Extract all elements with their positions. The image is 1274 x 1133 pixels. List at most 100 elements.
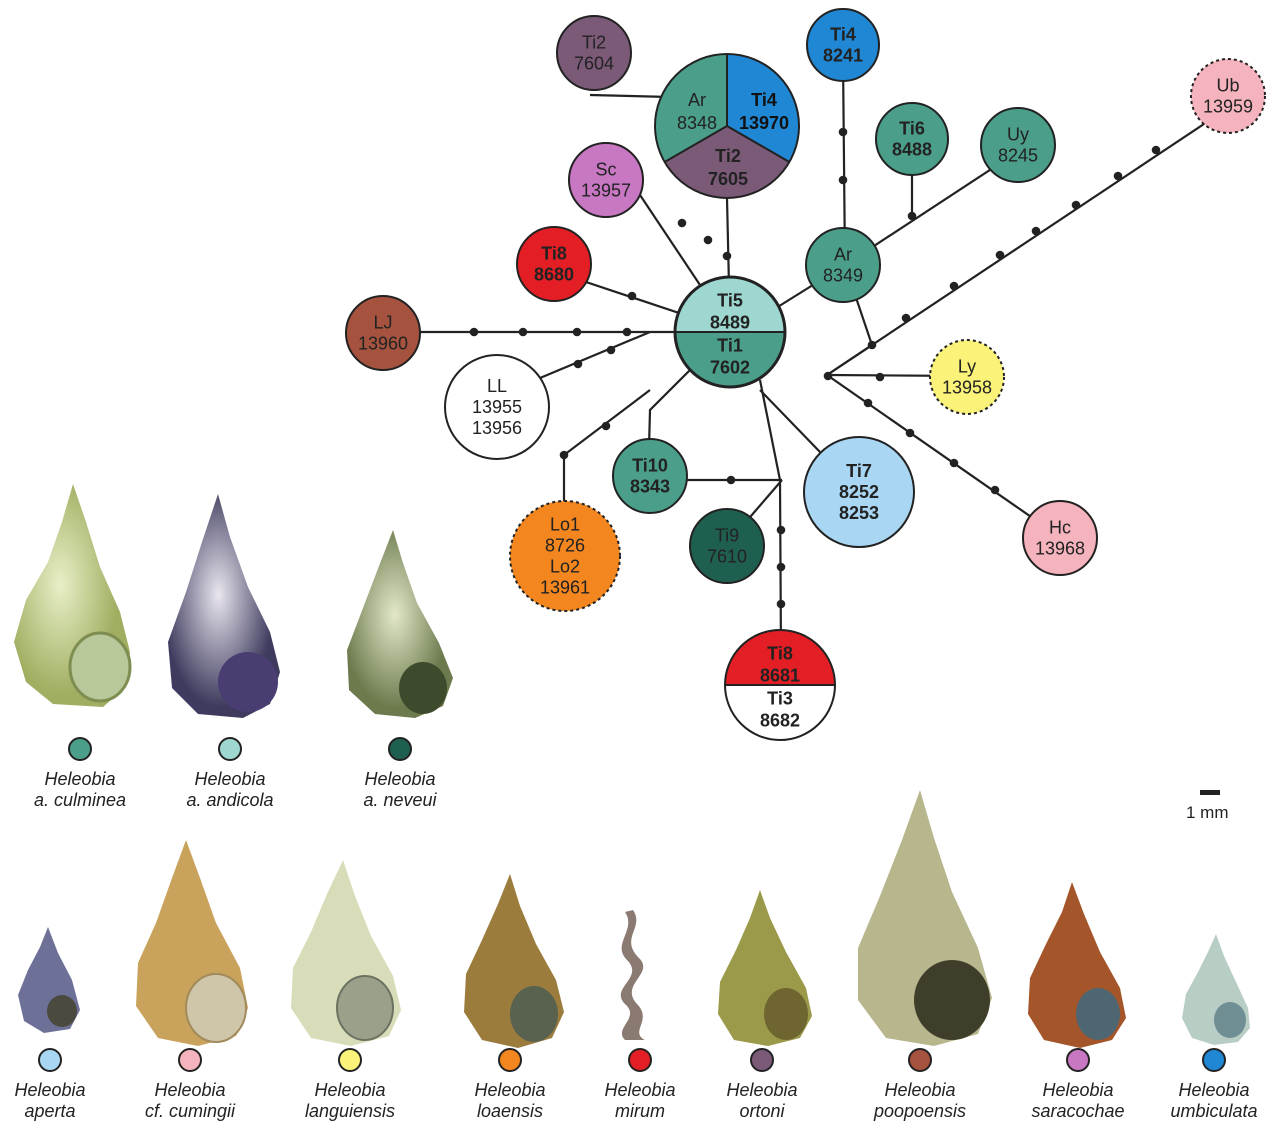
legend-dot xyxy=(38,1048,62,1072)
node-label: Ti8 xyxy=(767,644,793,664)
node-label: Ti6 xyxy=(899,119,925,139)
mutation-step xyxy=(1071,200,1081,210)
node-label: Hc xyxy=(1049,518,1071,538)
shell-poopoensis xyxy=(858,790,992,1046)
legend-item-culminea: Heleobia a. culminea xyxy=(20,737,140,811)
mutation-step xyxy=(995,250,1005,260)
mutation-step xyxy=(573,359,583,369)
node-label: Sc xyxy=(595,160,616,180)
legend-item-loaensis: Heleobia loaensis xyxy=(455,1048,565,1122)
node-label: 8245 xyxy=(998,146,1038,166)
legend-item-aperta: Heleobia aperta xyxy=(0,1048,100,1122)
node-circle xyxy=(612,438,688,514)
node-circle xyxy=(805,227,881,303)
legend-dot xyxy=(388,737,412,761)
shell-loaensis xyxy=(464,874,564,1048)
legend-line2: a. andicola xyxy=(186,790,274,810)
node-label: Ti5 xyxy=(717,291,743,311)
node-label: LL xyxy=(487,376,507,396)
mutation-step xyxy=(863,398,873,408)
node-circle xyxy=(803,436,915,548)
legend-item-umbiculata: Heleobia umbiculata xyxy=(1158,1048,1270,1122)
mutation-step xyxy=(905,428,915,438)
mutation-step xyxy=(823,371,833,381)
legend-line2: umbiculata xyxy=(1170,1101,1258,1121)
legend-dot xyxy=(338,1048,362,1072)
node-circle xyxy=(875,102,949,176)
node-label: Ar xyxy=(688,90,706,110)
legend-line1: Heleobia xyxy=(314,1080,386,1100)
node-label: 8253 xyxy=(839,503,879,523)
mutation-step xyxy=(949,458,959,468)
node-circle xyxy=(654,53,800,199)
mutation-step xyxy=(875,372,885,382)
node-circle xyxy=(1190,58,1266,134)
mutation-step xyxy=(990,485,1000,495)
shell-aperta xyxy=(18,927,80,1033)
pie-slice-ti4 xyxy=(727,54,799,162)
node-half-bottom xyxy=(675,332,785,387)
node-label: 13956 xyxy=(472,418,522,438)
shell-neveui xyxy=(347,530,453,718)
node-circle xyxy=(929,339,1005,415)
legend-dot xyxy=(178,1048,202,1072)
node-label: 13959 xyxy=(1203,97,1253,117)
mutation-step xyxy=(601,421,611,431)
node-label: Ti3 xyxy=(767,688,793,708)
node-circle xyxy=(516,226,592,302)
node-circle xyxy=(444,354,550,460)
mutation-step xyxy=(1031,226,1041,236)
node-label: Ti1 xyxy=(717,335,743,355)
node-label: LJ xyxy=(373,313,392,333)
mutation-steps xyxy=(469,127,1161,609)
shell-culminea xyxy=(14,484,132,707)
legend-item-poopoensis: Heleobia poopoensis xyxy=(860,1048,980,1122)
mutation-step xyxy=(726,475,736,485)
legend-item-mirum: Heleobia mirum xyxy=(590,1048,690,1122)
node-circle xyxy=(509,500,621,612)
node-circle xyxy=(673,275,787,389)
pie-divider xyxy=(664,125,728,163)
legend-dot xyxy=(908,1048,932,1072)
node-label: 8681 xyxy=(760,666,800,686)
legend-line2: ortoni xyxy=(739,1101,785,1121)
legend-item-cumingii: Heleobia cf. cumingii xyxy=(130,1048,250,1122)
legend-item-saracochae: Heleobia saracochae xyxy=(1018,1048,1138,1122)
mutation-step xyxy=(776,562,786,572)
legend-line1: Heleobia xyxy=(726,1080,798,1100)
legend-line2: mirum xyxy=(615,1101,665,1121)
mutation-step xyxy=(677,218,687,228)
legend-item-languiensis: Heleobia languiensis xyxy=(290,1048,410,1122)
legend-dot xyxy=(750,1048,774,1072)
legend-item-neveui: Heleobia a. neveui xyxy=(340,737,460,811)
mutation-step xyxy=(469,327,479,337)
pie-divider xyxy=(726,125,790,163)
node-circle xyxy=(1022,500,1098,576)
legend-item-andicola: Heleobia a. andicola xyxy=(170,737,290,811)
mutation-step xyxy=(606,345,616,355)
node-half-top xyxy=(675,277,785,332)
node-label: Ti2 xyxy=(715,146,741,166)
legend-line2: loaensis xyxy=(476,1101,544,1121)
node-label: 13970 xyxy=(739,113,789,133)
legend-line2: languiensis xyxy=(304,1101,396,1121)
mutation-step xyxy=(622,327,632,337)
legend-line2: a. neveui xyxy=(363,790,437,810)
node-label: 8488 xyxy=(892,140,932,160)
legend-line1: Heleobia xyxy=(194,769,266,789)
node-label: Ti8 xyxy=(541,244,567,264)
node-label: 13958 xyxy=(942,378,992,398)
